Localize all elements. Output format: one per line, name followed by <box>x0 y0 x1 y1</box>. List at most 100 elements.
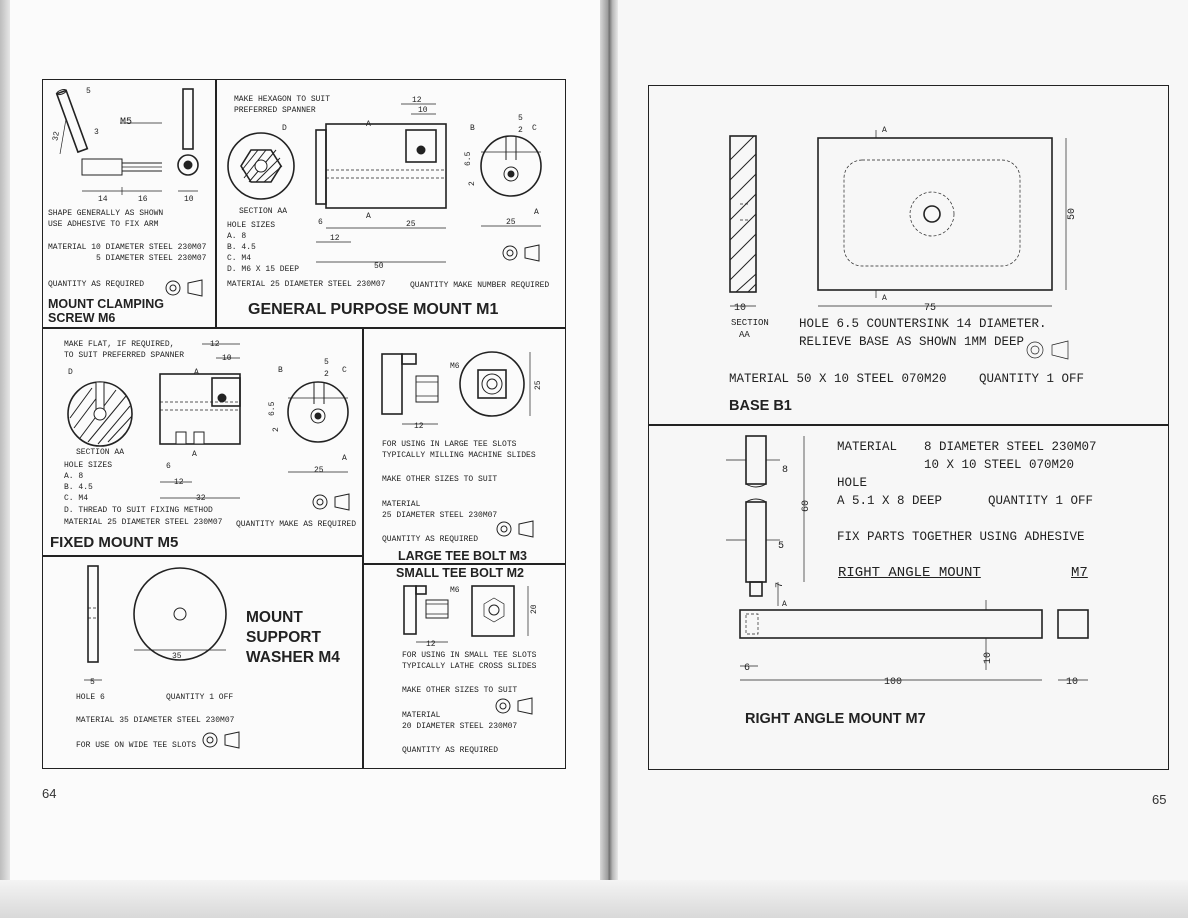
m1-title: GENERAL PURPOSE MOUNT M1 <box>248 301 499 318</box>
m1-label-c: C <box>532 124 537 133</box>
m7-hole-label: HOLE <box>837 476 868 490</box>
m3-quantity: QUANTITY AS REQUIRED <box>382 535 479 544</box>
projection-symbol <box>496 520 534 538</box>
projection-symbol <box>1026 340 1069 360</box>
m4-material: MATERIAL 35 DIAMETER STEEL 230M07 <box>76 716 235 725</box>
m2-drawing: M6 12 20 <box>403 585 539 649</box>
b1-label-a: A <box>882 126 887 135</box>
divider <box>215 79 217 327</box>
b1-label-75: 75 <box>924 303 936 314</box>
m1-label-6-5: 6.5 <box>464 151 473 166</box>
m4-title-2: SUPPORT <box>246 629 321 646</box>
m5-label-25: 25 <box>314 466 324 475</box>
m7-material-label: MATERIAL <box>837 440 898 454</box>
divider <box>362 563 566 565</box>
m3-material-1: MATERIAL <box>382 500 421 509</box>
m6-title-1: MOUNT CLAMPING <box>48 297 164 311</box>
b1-section-2: AA <box>739 330 750 340</box>
m2-label-20: 20 <box>530 604 539 614</box>
m7-title: RIGHT ANGLE MOUNT M7 <box>745 711 926 727</box>
m7-note: FIX PARTS TOGETHER USING ADHESIVE <box>837 530 1085 544</box>
divider <box>42 555 362 557</box>
m5-hole-2: B. 4.5 <box>64 483 93 492</box>
m4-note: FOR USE ON WIDE TEE SLOTS <box>76 741 197 750</box>
m7-material-1: 8 DIAMETER STEEL 230M07 <box>924 440 1097 454</box>
m7-label-100: 100 <box>884 677 902 688</box>
m7-heading: RIGHT ANGLE MOUNT <box>838 565 981 581</box>
m5-hole-3: C. M4 <box>64 494 89 503</box>
m2-title: SMALL TEE BOLT M2 <box>396 566 525 580</box>
m7-label-8: 8 <box>782 465 788 476</box>
m1-label-a: A <box>366 120 371 129</box>
m6-label-5: 5 <box>86 87 91 96</box>
page-number-left: 64 <box>42 786 57 801</box>
m1-label-a2: A <box>366 212 371 221</box>
m5-label-d: D <box>68 368 73 377</box>
m7-label-10: 10 <box>983 652 994 664</box>
m5-label-a2: A <box>192 450 197 459</box>
m1-hole-2: B. 4.5 <box>227 243 256 252</box>
m5-label-10: 10 <box>222 354 232 363</box>
m2-other: MAKE OTHER SIZES TO SUIT <box>402 686 518 695</box>
m5-note-1: MAKE FLAT, IF REQUIRED, <box>64 340 175 349</box>
m5-label-b: B <box>278 366 283 375</box>
m2-note-2: TYPICALLY LATHE CROSS SLIDES <box>402 662 537 671</box>
m1-label-12: 12 <box>412 96 422 105</box>
b1-note-1: HOLE 6.5 COUNTERSINK 14 DIAMETER. <box>799 317 1047 331</box>
m6-label-14: 14 <box>98 195 108 204</box>
b1-drawing: A A 10 75 50 <box>729 126 1078 314</box>
b1-label-50: 50 <box>1067 208 1078 220</box>
m2-label-12: 12 <box>426 640 436 649</box>
m4-title-1: MOUNT <box>246 609 303 626</box>
m1-hole-4: D. M6 X 15 DEEP <box>227 265 300 274</box>
m5-hole-1: A. 8 <box>64 472 84 481</box>
m1-label-25b: 25 <box>506 218 516 227</box>
m5-label-c: C <box>342 366 347 375</box>
book-edge-shadow <box>0 0 12 918</box>
m3-material-2: 25 DIAMETER STEEL 230M07 <box>382 511 498 520</box>
m5-label-6: 6 <box>166 462 171 471</box>
m6-label-32: 32 <box>51 131 62 142</box>
m4-label-5: 5 <box>90 678 95 687</box>
m3-label-12: 12 <box>414 422 424 431</box>
m1-label-d: D <box>282 124 287 133</box>
m2-quantity: QUANTITY AS REQUIRED <box>402 746 499 755</box>
m7-drawing: 8 60 5 7 A 6 100 10 10 <box>726 435 1089 688</box>
m6-material-2: 5 DIAMETER STEEL 230M07 <box>96 254 207 263</box>
m1-note-1: MAKE HEXAGON TO SUIT <box>234 95 331 104</box>
m5-quantity: QUANTITY MAKE AS REQUIRED <box>236 520 357 529</box>
b1-note-2: RELIEVE BASE AS SHOWN 1MM DEEP <box>799 335 1025 349</box>
m1-quantity: QUANTITY MAKE NUMBER REQUIRED <box>410 281 550 290</box>
m2-note-1: FOR USING IN SMALL TEE SLOTS <box>402 651 537 660</box>
m1-section: SECTION AA <box>239 207 288 216</box>
m7-label-60: 60 <box>801 500 812 512</box>
m5-label-a: A <box>194 368 199 377</box>
m1-hole-0: HOLE SIZES <box>227 221 276 230</box>
m5-label-a3: A <box>342 454 347 463</box>
projection-symbol <box>165 279 203 297</box>
m5-label-2b: 2 <box>272 427 281 432</box>
m7-hole-value: A 5.1 X 8 DEEP <box>837 494 943 508</box>
m6-title-2: SCREW M6 <box>48 311 116 325</box>
m7-label-7: 7 <box>775 582 786 588</box>
m1-material: MATERIAL 25 DIAMETER STEEL 230M07 <box>227 280 386 289</box>
m5-label-32: 32 <box>196 494 206 503</box>
m5-label-2: 2 <box>324 370 329 379</box>
m1-label-5: 5 <box>518 114 523 123</box>
m6-label-10: 10 <box>184 195 194 204</box>
m4-hole: HOLE 6 <box>76 693 105 702</box>
projection-symbol <box>502 244 540 262</box>
m7-label-5: 5 <box>778 541 784 552</box>
m1-label-50: 50 <box>374 262 384 271</box>
m1-label-2: 2 <box>518 126 523 135</box>
right-drawing-frame <box>648 85 1169 770</box>
projection-symbol <box>312 493 350 511</box>
m5-label-12b: 12 <box>174 478 184 487</box>
divider <box>648 424 1169 426</box>
m3-other: MAKE OTHER SIZES TO SUIT <box>382 475 498 484</box>
m1-label-b: B <box>470 124 475 133</box>
m4-drawing: 5 35 <box>84 565 227 687</box>
projection-symbol <box>495 697 533 715</box>
b1-material: MATERIAL 50 X 10 STEEL 070M20 <box>729 372 947 386</box>
